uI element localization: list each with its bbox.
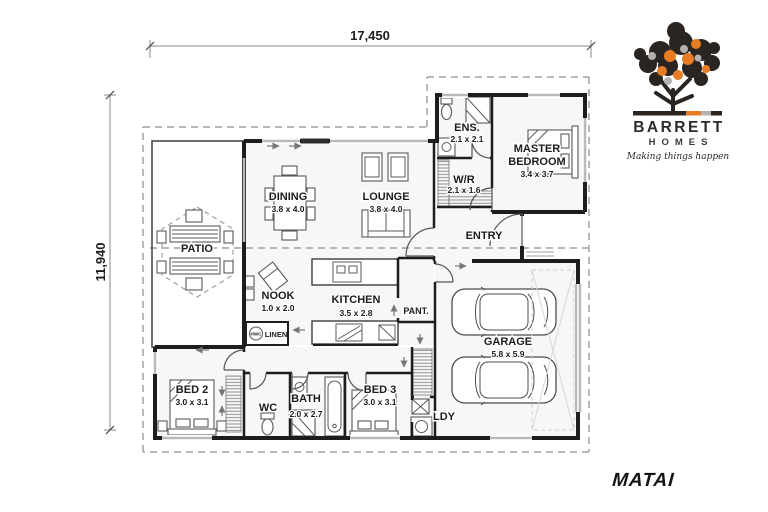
car-icon: [451, 286, 557, 338]
room-label-bed3: BED 3: [364, 384, 396, 396]
room-size-lounge: 3.8 x 4.0: [369, 204, 402, 214]
dimension-height: 11,940: [93, 90, 116, 435]
master-door-icon: [469, 187, 493, 211]
wc-toilet-icon: [260, 412, 275, 436]
kitchen-island-icon: [311, 258, 399, 286]
hall-cupboard-icon: [412, 348, 433, 396]
room-label-bed2: BED 2: [176, 384, 208, 396]
room-label-pantry: PANT.: [403, 306, 428, 316]
room-label-hwc: HWC: [251, 332, 263, 337]
room-label-wc: WC: [259, 402, 277, 414]
room-label-ensuite: ENS.: [454, 122, 480, 134]
interior-walls: [242, 95, 494, 438]
kitchen-bench-icon: [311, 320, 399, 345]
outdoor-table-icon: [156, 209, 234, 291]
bath-shower-icon: [291, 409, 316, 437]
room-label-linen: LINEN: [265, 330, 288, 339]
logo-tree-icon: [634, 22, 720, 115]
room-label-kitchen: KITCHEN: [332, 294, 381, 306]
bed2-wardrobe-icon: [225, 375, 242, 433]
room-label-master-1: MASTER: [514, 143, 561, 155]
room-size-ensuite: 2.1 x 2.1: [450, 134, 483, 144]
ensuite-vanity-icon: [437, 137, 456, 157]
bed2-icon: [157, 379, 227, 436]
room-size-nook: 1.0 x 2.0: [261, 303, 294, 313]
wc-door-icon: [249, 372, 267, 390]
ensuite-toilet-icon: [440, 97, 453, 121]
bed3-door-icon: [347, 372, 367, 392]
room-label-patio: PATIO: [181, 243, 213, 255]
room-size-wardrobe: 2.1 x 1.6: [447, 185, 480, 195]
dimension-width: 17,450: [145, 28, 596, 58]
logo-brand-text: BARRETT: [633, 119, 725, 136]
room-label-laundry: LDY: [433, 411, 456, 423]
logo-bar: [633, 111, 722, 116]
dimension-width-label: 17,450: [350, 28, 390, 43]
room-labels: PATIO DINING 3.8 x 4.0 LOUNGE 3.8 x 4.0 …: [174, 121, 567, 425]
room-size-garage: 5.8 x 5.9: [491, 349, 524, 359]
dimension-height-label: 11,940: [93, 242, 108, 281]
ensuite-door-icon: [471, 139, 491, 159]
porch-step: [526, 251, 554, 257]
dining-table-icon: [264, 165, 316, 241]
bed2-door-icon: [223, 349, 245, 371]
circulation-arrows: [195, 142, 467, 416]
bathtub-icon: [324, 376, 345, 437]
room-size-kitchen: 3.5 x 2.8: [339, 308, 372, 318]
room-label-nook: NOOK: [262, 290, 295, 302]
wardrobe-rail-icon: [437, 159, 450, 207]
barrett-homes-logo: BARRETT HOMES Making things happen: [626, 22, 730, 162]
sofa-icon: [361, 152, 411, 238]
nook-desk-icon: [244, 261, 289, 301]
hwc-icon: [249, 326, 263, 341]
linen-cupboard: [245, 321, 289, 346]
doors: [223, 139, 523, 392]
room-size-master: 3.4 x 3.7: [520, 169, 553, 179]
room-label-garage: GARAGE: [484, 336, 532, 348]
room-label-lounge: LOUNGE: [362, 191, 409, 203]
laundry-appliances-icon: [410, 398, 433, 437]
front-door-icon: [489, 213, 523, 247]
room-size-bath: 2.0 x 2.7: [289, 409, 322, 419]
roofline-dashed: [142, 76, 590, 453]
master-bed-icon: [527, 125, 579, 179]
logo-tagline-text: Making things happen: [626, 152, 730, 162]
room-size-dining: 3.8 x 4.0: [271, 204, 304, 214]
room-size-bed3: 3.0 x 3.1: [363, 397, 396, 407]
logo-brand-sub-text: HOMES: [649, 137, 714, 148]
room-label-bath: BATH: [291, 393, 321, 405]
entry-living-door-icon: [405, 227, 435, 257]
room-label-master-2: BEDROOM: [508, 156, 565, 168]
room-size-bed2: 3.0 x 3.1: [175, 397, 208, 407]
room-label-dining: DINING: [269, 191, 308, 203]
garage-internal-door-icon: [434, 263, 454, 283]
ensuite-shower-icon: [465, 96, 491, 124]
bed3-icon: [349, 389, 399, 438]
plan-name-text: MATAI: [612, 470, 676, 491]
room-label-entry: ENTRY: [466, 230, 504, 242]
windows: [152, 92, 588, 441]
room-label-wardrobe: W/R: [453, 174, 474, 186]
patio-umbrella-outline: [161, 206, 234, 298]
bath-door-icon: [291, 372, 309, 390]
